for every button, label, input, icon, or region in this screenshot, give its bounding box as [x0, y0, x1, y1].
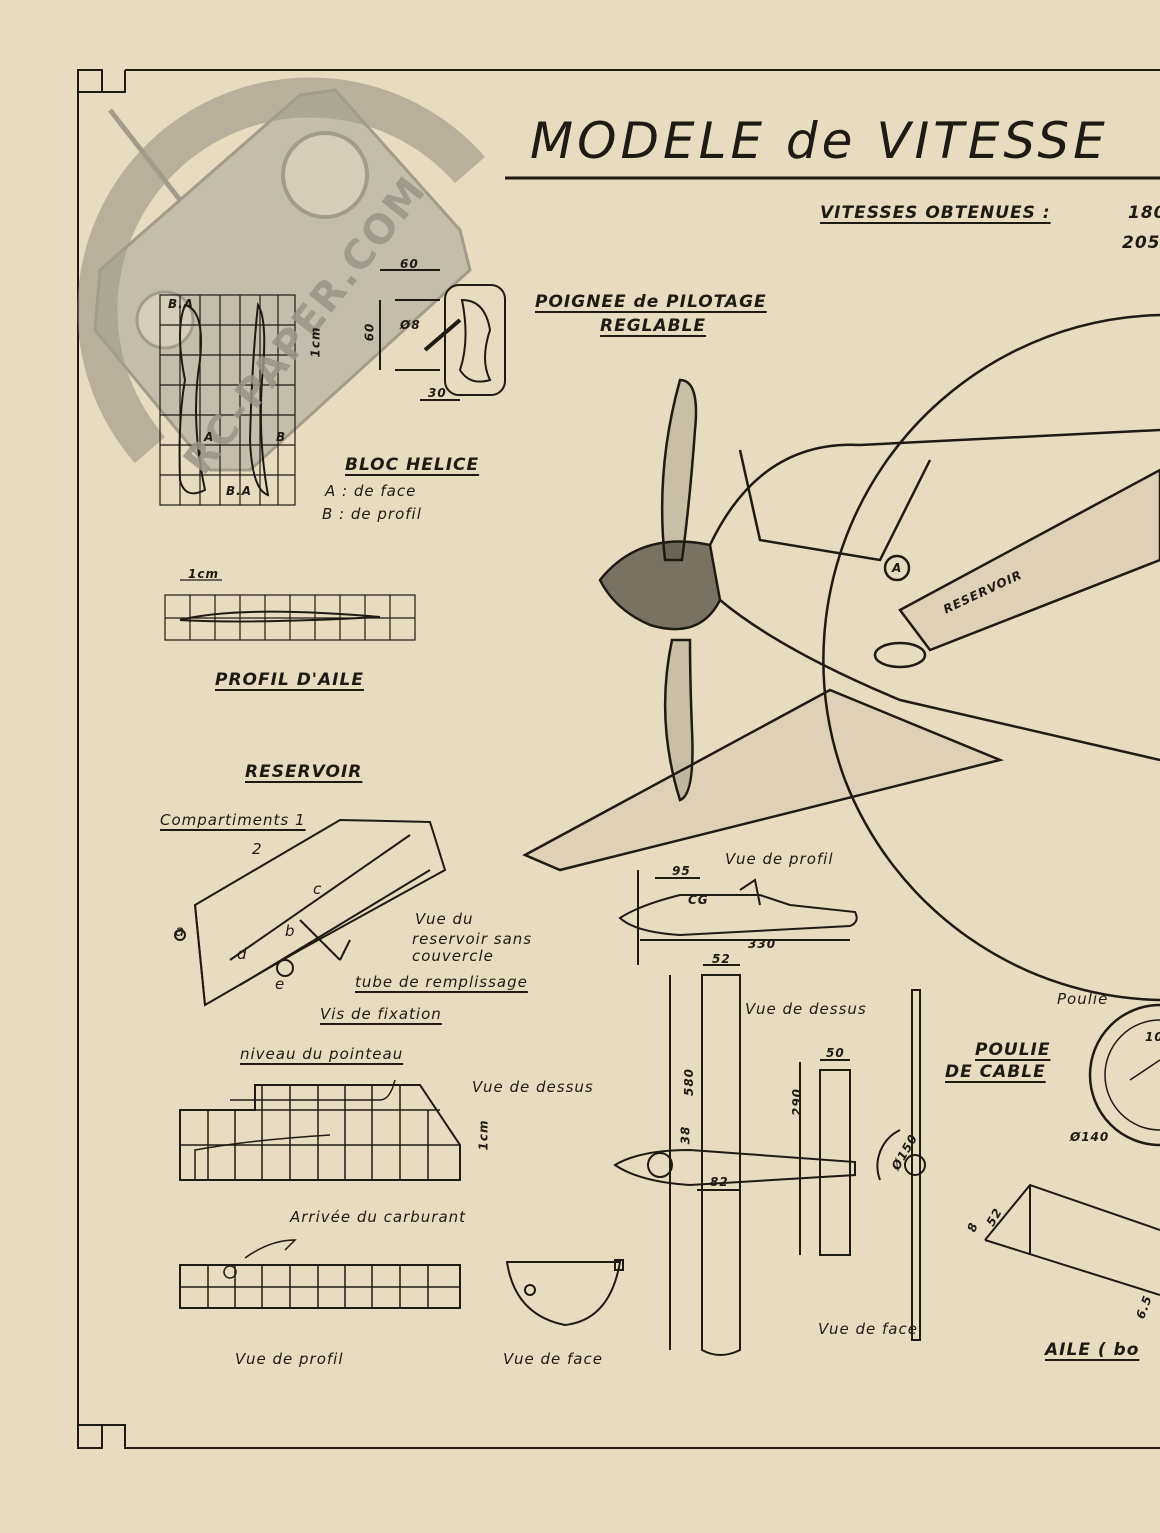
handle-dim-width: 60 — [400, 257, 419, 271]
tank-letter-c: c — [313, 880, 323, 898]
watermark-logo — [77, 77, 486, 472]
plane-top-dim-580: 580 — [682, 1067, 697, 1097]
propeller-mark-ba-bottom: B.A — [226, 484, 252, 498]
tank-view-desc-1: Vue du — [415, 910, 474, 928]
main-airplane-drawing — [522, 313, 1160, 1002]
plane-tail-dim-290: 290 — [790, 1087, 805, 1117]
tank-fill-tube-label: tube de remplissage — [355, 973, 528, 991]
propeller-mark-a: A — [204, 430, 215, 444]
plane-profile-title: Vue de profil — [725, 850, 834, 868]
tank-fuel-inlet: Arrivée du carburant — [290, 1208, 467, 1226]
engine-marker-a: A — [892, 561, 903, 575]
tank-view-desc-2: reservoir sans — [412, 930, 533, 948]
page-title: MODELE de VITESSE — [530, 112, 1109, 170]
plane-top-dim-38: 38 — [678, 1125, 693, 1145]
pulley-title: POULIE — [975, 1040, 1051, 1060]
propeller-grid — [159, 294, 296, 506]
pulley-subtitle: DE CABLE — [945, 1062, 1046, 1082]
plane-profile-dim-330: 330 — [748, 937, 777, 951]
plane-top-view-drawing — [613, 964, 856, 1356]
plane-front-title: Vue de face — [818, 1320, 918, 1338]
tank-front-view-drawing — [505, 1259, 624, 1327]
wing-profile-title: PROFIL D'AILE — [215, 670, 364, 690]
tank-profile-view-label: Vue de profil — [235, 1350, 344, 1368]
plane-profile-view-drawing — [618, 870, 858, 965]
handle-dim-height: 60 — [362, 322, 377, 342]
speed-value-1: 180 — [1128, 203, 1160, 223]
tank-front-view-label: Vue de face — [503, 1350, 603, 1368]
handle-dim-scale: 1cm — [308, 326, 323, 358]
plane-tail-dim-50: 50 — [826, 1046, 845, 1060]
propeller-title: BLOC HELICE — [345, 455, 480, 475]
wing-detail-drawing — [984, 1183, 1160, 1296]
plane-profile-cg: CG — [688, 893, 709, 907]
wing-profile-scale: 1cm — [188, 567, 219, 581]
tank-view-desc-3: couvercle — [412, 947, 494, 965]
propeller-line-b: B : de profil — [322, 505, 422, 523]
tank-top-view-label: Vue de dessus — [472, 1078, 594, 1096]
tank-screw-label: Vis de fixation — [320, 1005, 442, 1023]
plane-profile-dim-95: 95 — [672, 864, 691, 878]
propeller-line-a: A : de face — [325, 482, 417, 500]
tank-letter-d: d — [237, 945, 248, 963]
pulley-dim-140: Ø140 — [1070, 1130, 1110, 1144]
wing-title: AILE ( bo — [1045, 1340, 1140, 1360]
pulley-drawing — [1088, 1003, 1160, 1147]
plane-top-title: Vue de dessus — [745, 1000, 867, 1018]
tank-compartment-2: 2 — [252, 840, 263, 858]
wing-profile-grid — [164, 579, 416, 641]
tank-letter-e: e — [275, 975, 286, 993]
speed-value-2: 205 — [1122, 233, 1160, 253]
tank-compartments-label: Compartiments 1 — [160, 811, 306, 829]
tank-letter-a: a — [175, 922, 186, 940]
propeller-mark-b: B — [276, 430, 287, 444]
tank-letter-b: b — [285, 922, 296, 940]
tank-iso-drawing — [174, 818, 447, 1007]
handle-subtitle: REGLABLE — [600, 316, 707, 336]
tank-needle-level: niveau du pointeau — [240, 1045, 404, 1063]
tank-title: RESERVOIR — [245, 762, 363, 782]
plane-front-view-drawing — [876, 989, 926, 1341]
pulley-label: Poulie — [1057, 990, 1109, 1008]
tank-profile-view-drawing — [179, 1239, 461, 1309]
propeller-mark-ba-top: B.A — [168, 297, 194, 311]
plane-top-dim-52: 52 — [712, 952, 731, 966]
plane-top-dim-82: 82 — [710, 1175, 729, 1189]
tank-top-scale: 1cm — [476, 1119, 491, 1151]
speeds-label: VITESSES OBTENUES : — [820, 203, 1051, 223]
handle-drawing — [379, 269, 506, 401]
handle-dim-diameter: Ø8 — [400, 318, 421, 332]
handle-dim-30: 30 — [428, 386, 447, 400]
tank-top-view-drawing — [179, 1079, 461, 1181]
pulley-dim-10: 10 — [1145, 1030, 1160, 1044]
handle-title: POIGNEE de PILOTAGE — [535, 292, 767, 312]
